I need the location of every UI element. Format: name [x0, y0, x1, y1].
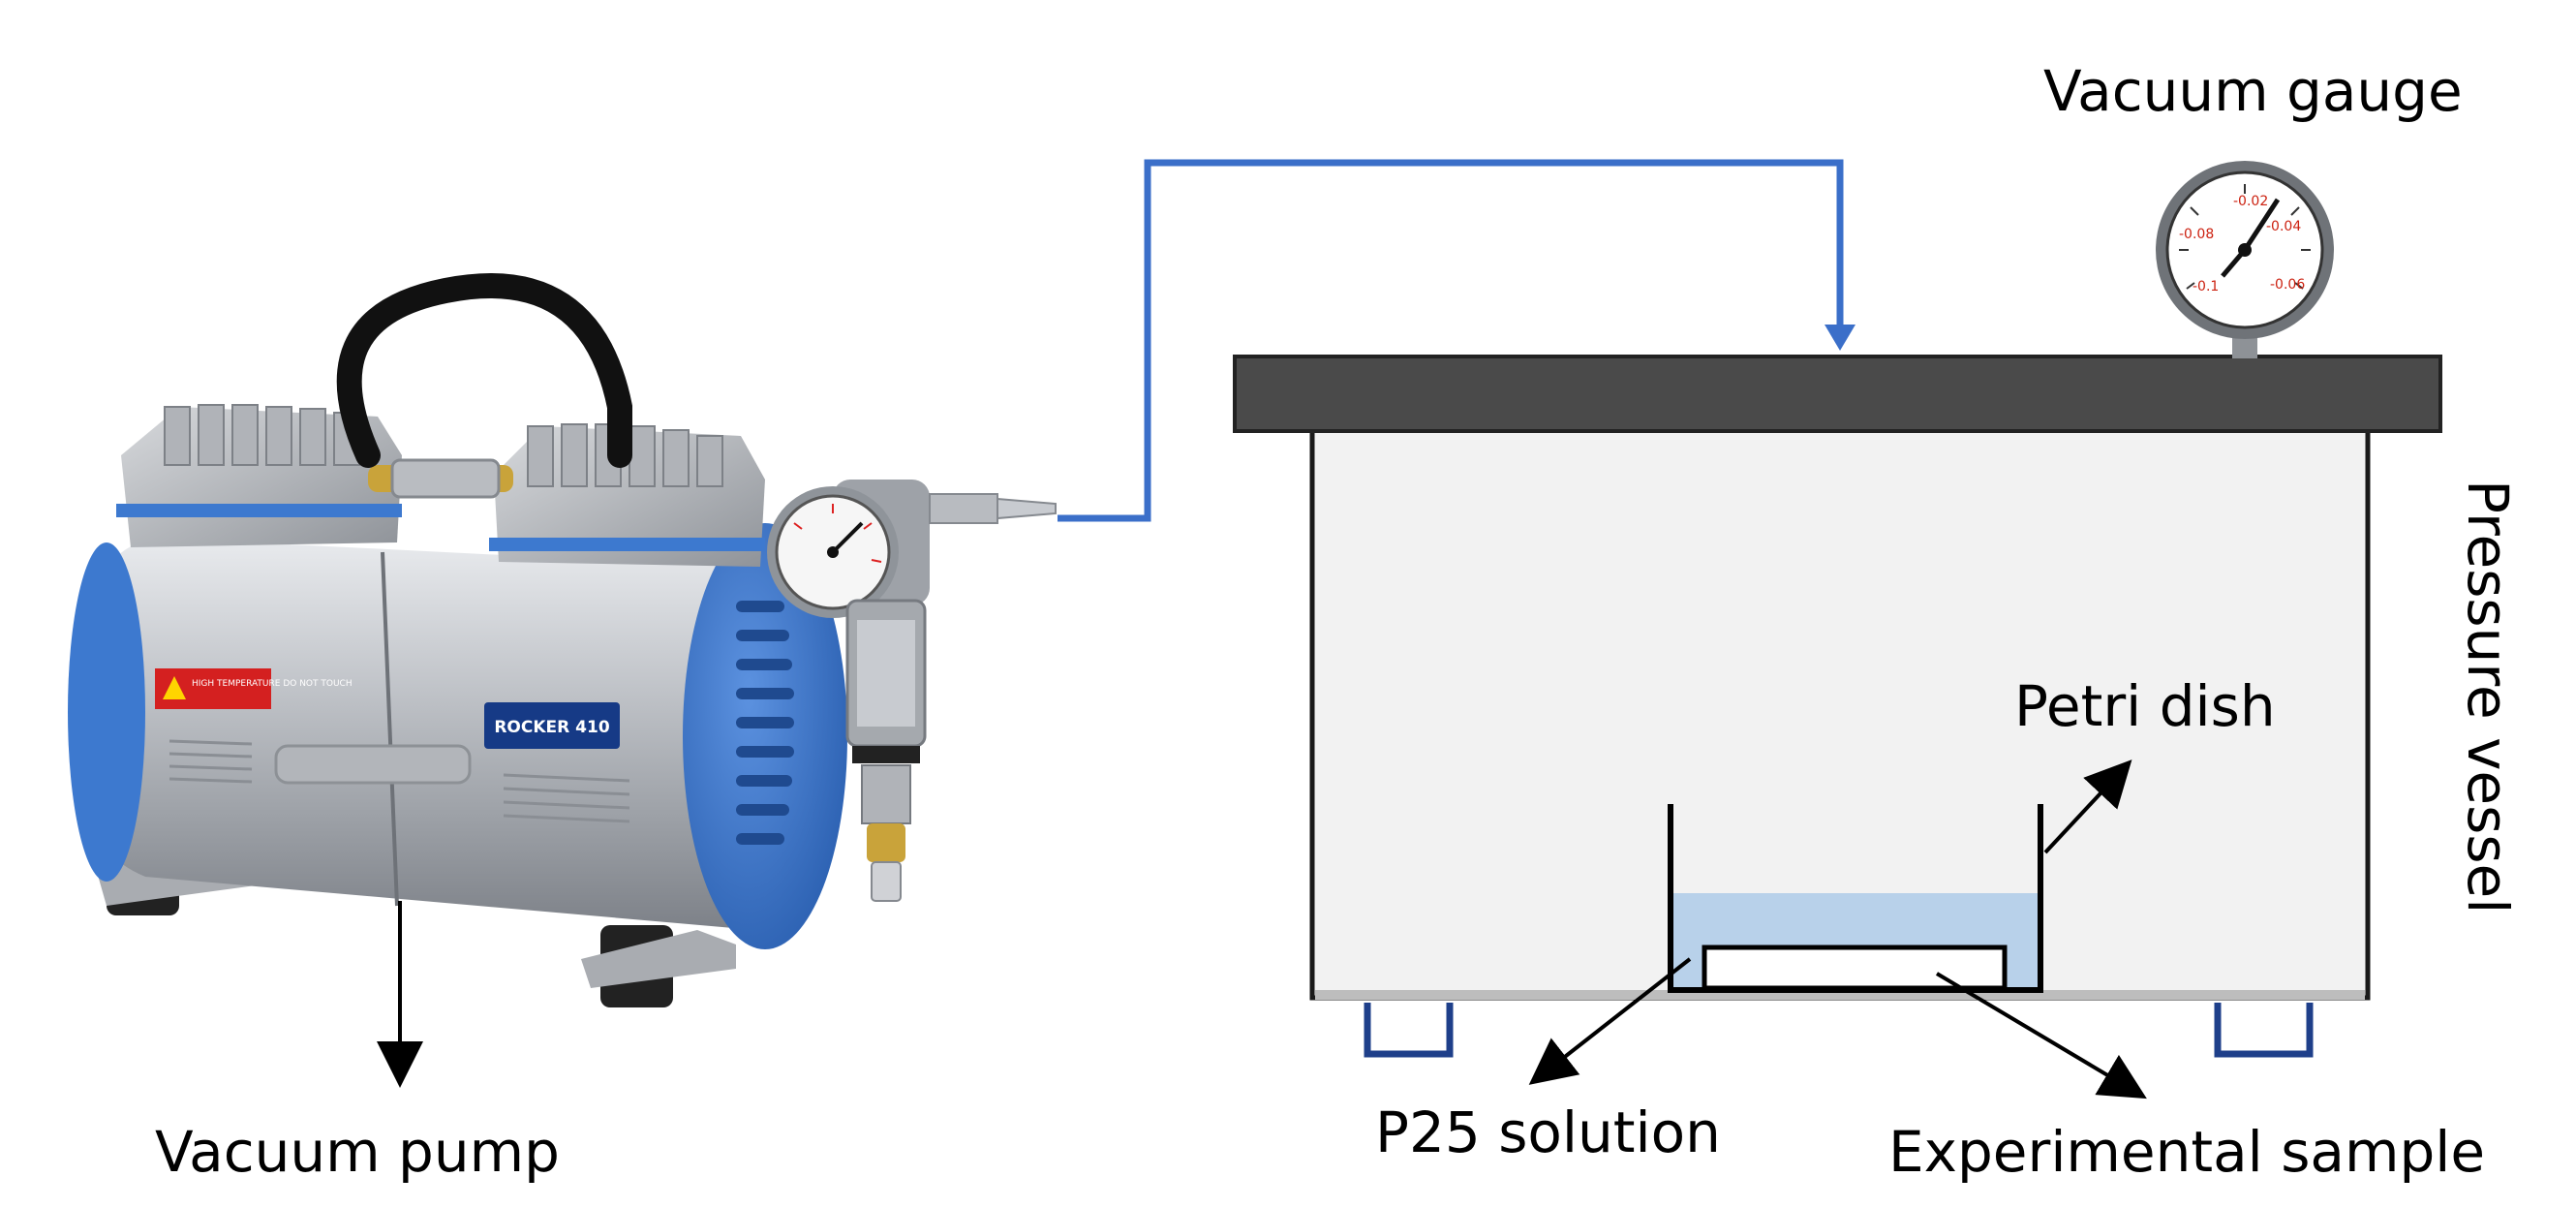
- head-band-left: [116, 504, 402, 517]
- pump-gauge-needle: [831, 521, 864, 554]
- brand-text: ROCKER 410: [494, 718, 609, 737]
- coupling-sleeve: [390, 458, 501, 499]
- warning-text: HIGH TEMPERATURE DO NOT TOUCH: [192, 679, 353, 689]
- svg-text:-0.1: -0.1: [2193, 279, 2219, 294]
- pump-base-right: [581, 930, 736, 988]
- vacuum-gauge-pivot: [2238, 243, 2252, 257]
- vessel-lid: [1233, 355, 2442, 433]
- head-band-right: [489, 538, 765, 551]
- svg-text:-0.08: -0.08: [2179, 227, 2214, 242]
- pump-left-cap: [68, 542, 145, 882]
- label-pressure-vessel: Pressure vessel: [2455, 480, 2521, 914]
- vacuum-pump: HIGH TEMPERATURE DO NOT TOUCH ROCKER 410: [68, 273, 1057, 1007]
- pump-grip: [274, 744, 472, 785]
- pressure-vessel: -0.02 -0.04 -0.06 -0.08 -0.1: [1233, 161, 2442, 1058]
- vessel-leg-right: [2214, 1003, 2314, 1058]
- svg-text:-0.06: -0.06: [2270, 277, 2305, 293]
- filter-window: [857, 620, 915, 727]
- pump-gauge-pivot: [827, 546, 839, 558]
- vessel-leg-left: [1364, 1003, 1454, 1058]
- pump-body: [91, 538, 756, 930]
- arrow-experimental-sample: [1935, 972, 2147, 1100]
- petri-dish: [1668, 804, 2043, 993]
- drain-valve: [861, 764, 911, 824]
- vessel-bottom-shadow: [1315, 990, 2365, 1000]
- pump-seam: [381, 551, 399, 907]
- brand-badge: [484, 702, 620, 749]
- label-experimental-sample: Experimental sample: [1888, 1119, 2486, 1185]
- arrow-p25-solution: [1528, 957, 1692, 1085]
- pump-hose: [336, 273, 632, 468]
- outlet-barb: [997, 497, 1057, 520]
- vacuum-gauge-ticks: [2179, 184, 2311, 290]
- heatsink-fins-left: [164, 404, 360, 466]
- vacuum-gauge-needle: [2242, 198, 2281, 252]
- svg-text:-0.04: -0.04: [2266, 219, 2301, 234]
- label-p25-solution: P25 solution: [1375, 1100, 1721, 1165]
- experimental-sample-block: [1702, 945, 2008, 991]
- label-vacuum-gauge: Vacuum gauge: [2043, 58, 2463, 124]
- pump-fan-cover: [683, 523, 847, 949]
- outlet-fitting: [929, 493, 998, 524]
- fan-slots: [736, 601, 794, 845]
- drain-knob: [867, 823, 905, 862]
- pump-gauge-ticks: [793, 504, 882, 563]
- label-vacuum-pump: Vacuum pump: [155, 1119, 560, 1185]
- arrow-petri-dish: [2043, 759, 2132, 854]
- drain-tip: [871, 861, 902, 902]
- label-petri-dish: Petri dish: [2014, 673, 2276, 739]
- tube-arrowhead: [1825, 325, 1855, 351]
- vacuum-tube: [1058, 159, 1844, 522]
- pump-vents: [169, 739, 630, 823]
- warning-icon: [163, 676, 186, 699]
- vacuum-gauge-marks: -0.02 -0.04 -0.06 -0.08 -0.1: [2179, 194, 2305, 294]
- svg-text:-0.02: -0.02: [2233, 194, 2268, 209]
- filter-ring: [852, 746, 920, 763]
